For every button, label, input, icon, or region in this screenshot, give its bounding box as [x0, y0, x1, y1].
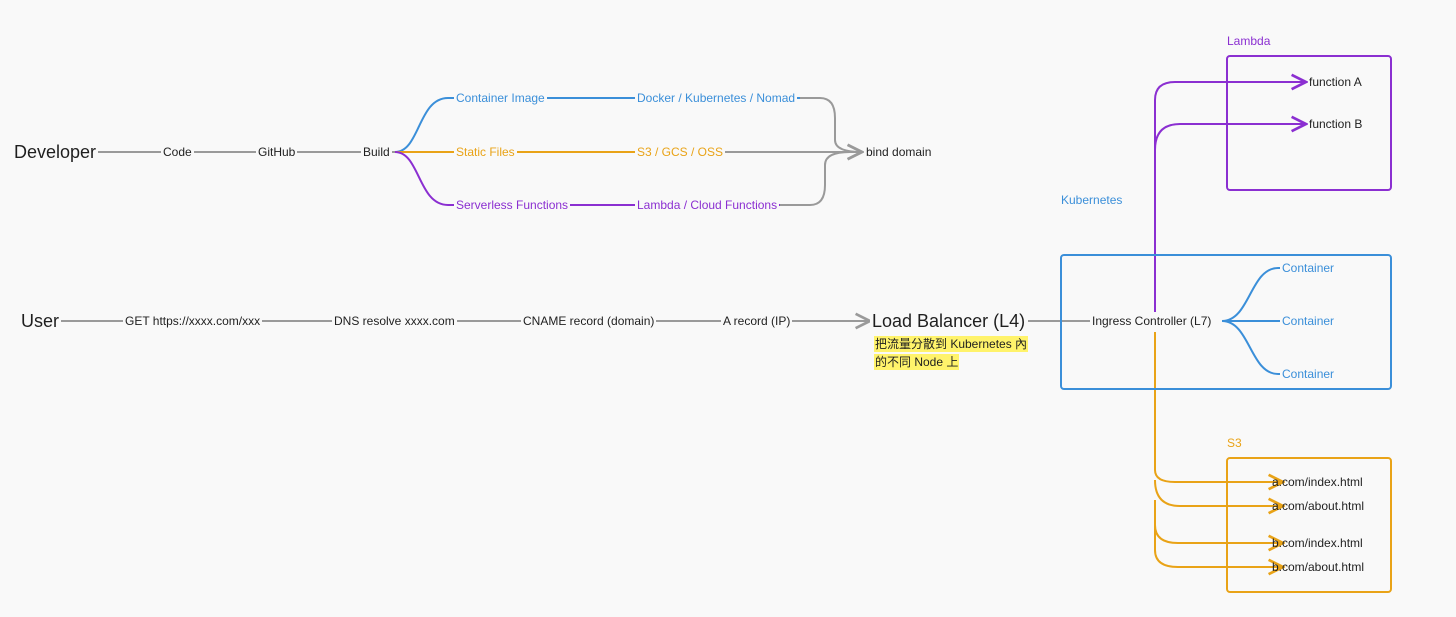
s3-file-node: a.com/index.html [1272, 475, 1363, 489]
lambda-box [1226, 55, 1392, 191]
build-node: Build [361, 144, 392, 160]
lambda-label: Lambda [1227, 34, 1271, 48]
code-node: Code [161, 144, 194, 160]
s3-label: S3 [1227, 436, 1242, 450]
user-node: User [19, 310, 62, 332]
container-node: Container [1282, 261, 1335, 275]
load-balancer-node: Load Balancer (L4) [870, 310, 1028, 332]
function-a-node: function A [1309, 75, 1362, 89]
s3-file-node: b.com/about.html [1272, 560, 1365, 574]
serverless-functions-node: Serverless Functions [454, 197, 571, 213]
s3-box [1226, 457, 1392, 593]
note-line-1: 把流量分散到 Kubernetes 內 [874, 336, 1029, 352]
s3-file-node: a.com/about.html [1272, 499, 1365, 513]
s3-gcs-oss-node: S3 / GCS / OSS [635, 144, 726, 160]
kubernetes-label: Kubernetes [1061, 193, 1123, 207]
bind-domain-node: bind domain [864, 144, 934, 160]
ingress-controller-node: Ingress Controller (L7) [1090, 313, 1214, 329]
a-record-node: A record (IP) [721, 313, 793, 329]
docker-kubernetes-nomad-node: Docker / Kubernetes / Nomad [635, 90, 798, 106]
kubernetes-box [1060, 254, 1392, 390]
dns-resolve-node: DNS resolve xxxx.com [332, 313, 457, 329]
static-files-node: Static Files [454, 144, 517, 160]
github-node: GitHub [256, 144, 298, 160]
s3-file-node: b.com/index.html [1272, 536, 1363, 550]
container-node: Container [1282, 314, 1335, 328]
developer-node: Developer [12, 141, 99, 163]
container-node: Container [1282, 367, 1335, 381]
load-balancer-note: 把流量分散到 Kubernetes 內 的不同 Node 上 [874, 335, 1034, 371]
function-b-node: function B [1309, 117, 1363, 131]
cname-record-node: CNAME record (domain) [521, 313, 657, 329]
note-line-2: 的不同 Node 上 [874, 354, 960, 370]
lambda-cloud-functions-node: Lambda / Cloud Functions [635, 197, 780, 213]
get-request-node: GET https://xxxx.com/xxx [123, 313, 263, 329]
container-image-node: Container Image [454, 90, 547, 106]
